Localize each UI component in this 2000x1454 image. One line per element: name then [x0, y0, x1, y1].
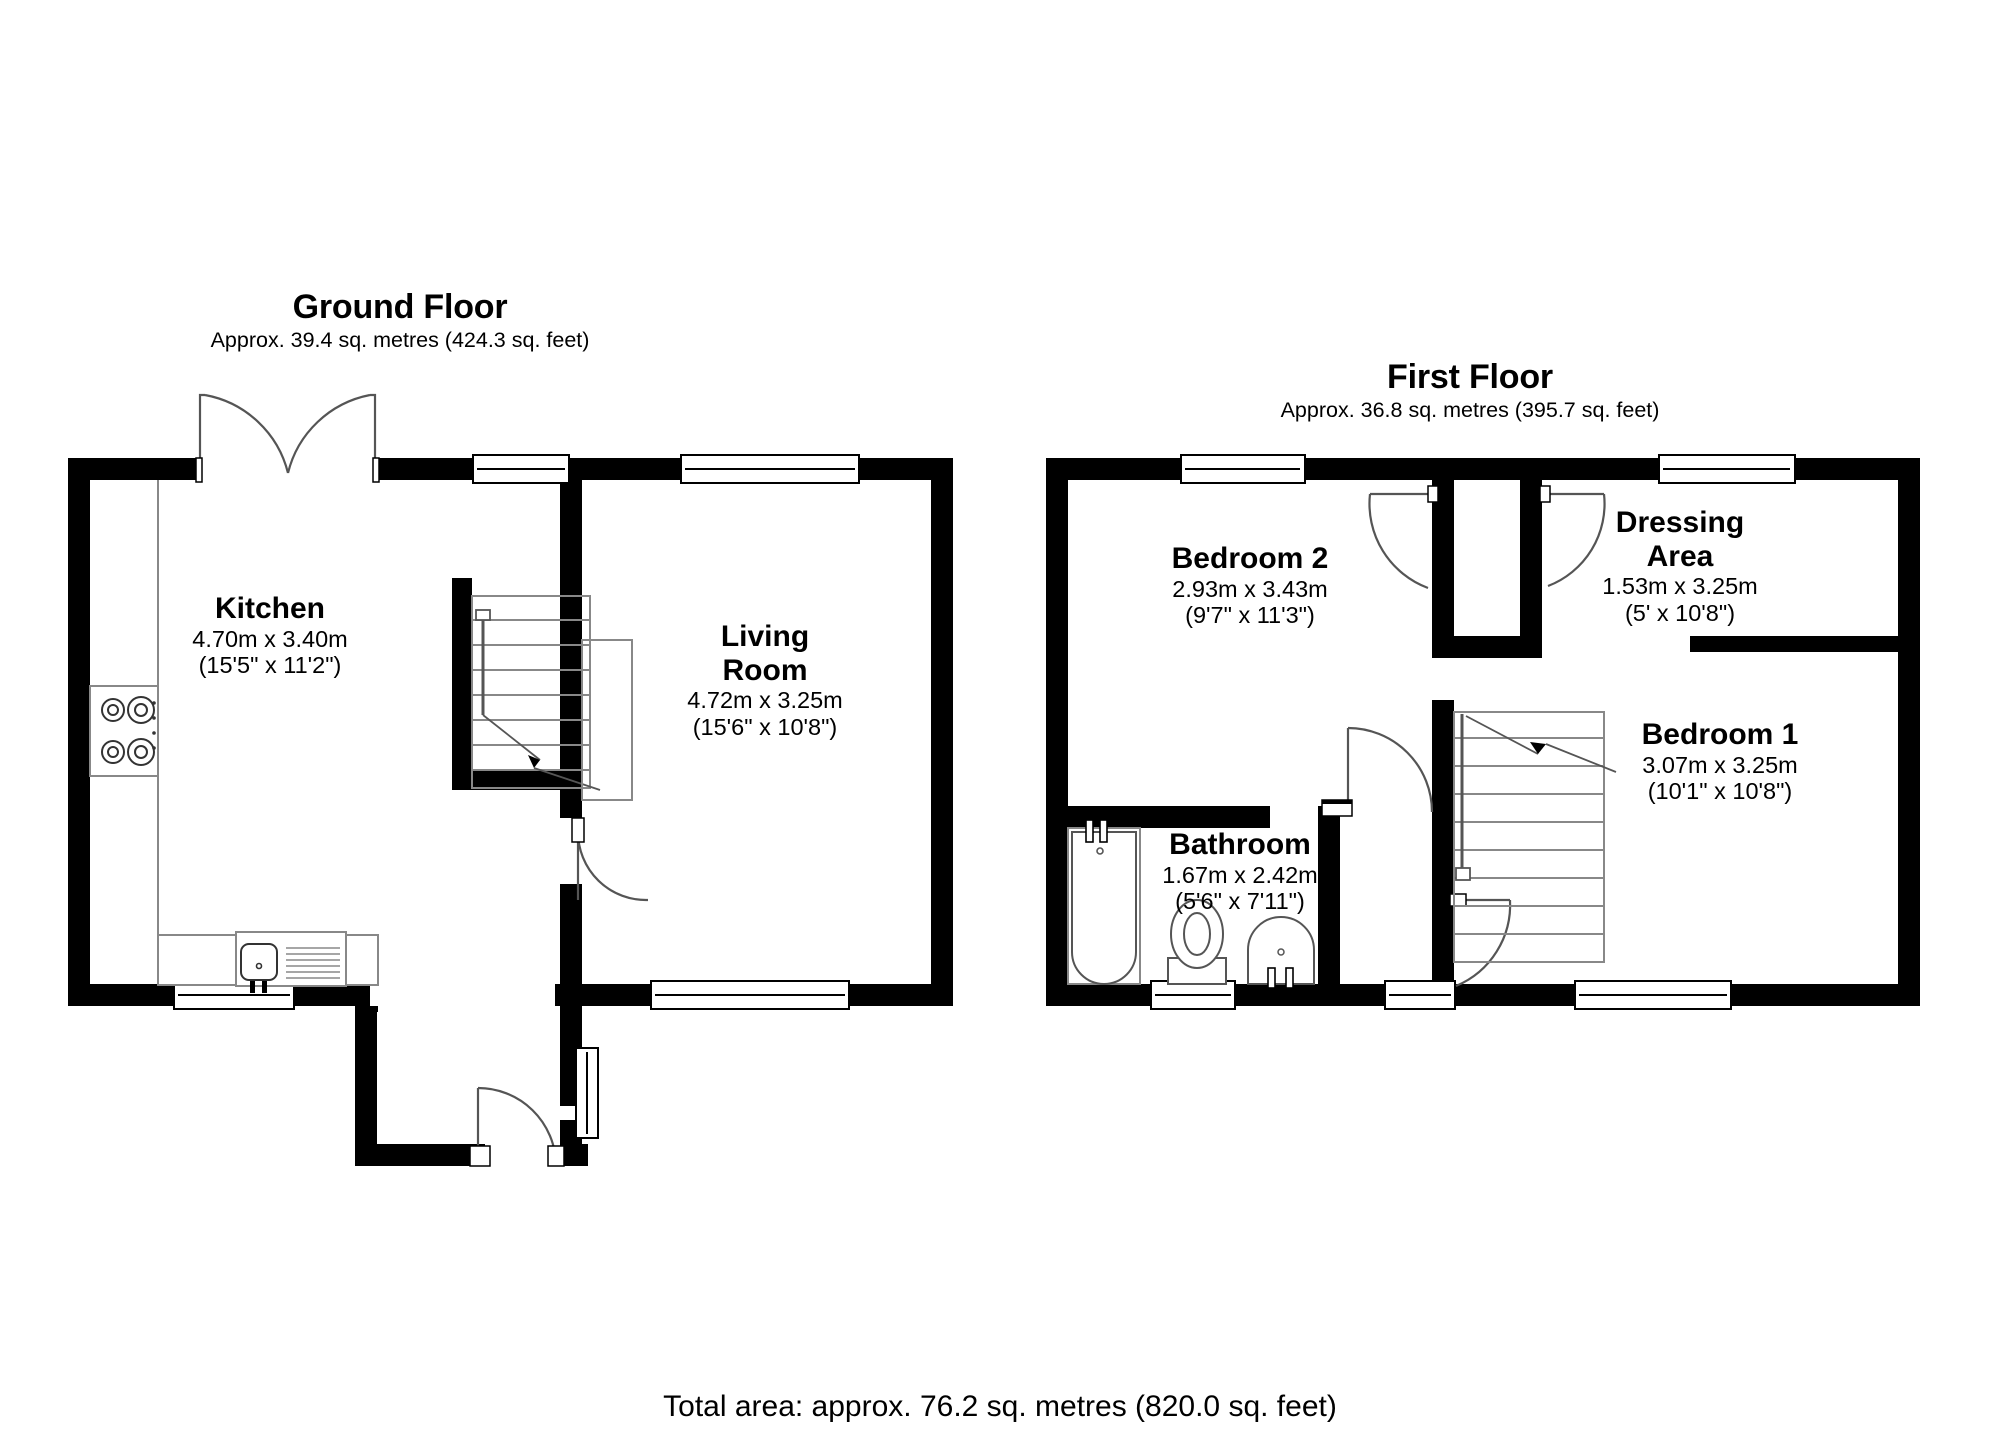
room-name-dressing-area-line2: Area [1646, 539, 1714, 573]
room-dim-metric-living-room: 4.72m x 3.25m [687, 687, 843, 714]
dressing-area-door-icon [1539, 485, 1606, 588]
room-name-bedroom-1: Bedroom 1 [1641, 718, 1799, 751]
entrance-door-icon [469, 1086, 565, 1167]
sink-icon [235, 931, 347, 993]
room-dim-imperial-kitchen: (15'5" x 11'2") [198, 651, 342, 678]
room-name-bedroom-2: Bedroom 2 [1171, 542, 1329, 575]
first-floor-walls [1046, 458, 1920, 1006]
room-dim-imperial-bedroom-2: (9'7" x 11'3") [1185, 601, 1315, 628]
ground-wall-nub [370, 1006, 378, 1012]
room-label-living-room: Living Room 4.72m x 3.25m (15'6" x 10'8"… [605, 620, 925, 740]
hall-door-icon [571, 817, 649, 902]
room-dim-metric-bedroom-2: 2.93m x 3.43m [1172, 575, 1328, 602]
room-name-living-room-line2: Room [722, 653, 808, 687]
room-name-dressing-area-line1: Dressing [1615, 506, 1745, 539]
ground-floor-windows [173, 454, 860, 1139]
hob-icon [89, 685, 159, 777]
room-dim-metric-kitchen: 4.70m x 3.40m [192, 625, 348, 652]
ground-floor-walls [68, 458, 953, 1166]
kitchen-double-door-icon [195, 393, 380, 483]
room-dim-metric-bedroom-1: 3.07m x 3.25m [1642, 751, 1798, 778]
toilet-icon [1167, 899, 1227, 985]
room-label-bedroom-1: Bedroom 1 3.07m x 3.25m (10'1" x 10'8") [1560, 718, 1880, 804]
ground-floor-plan [68, 393, 953, 1167]
room-label-bedroom-2: Bedroom 2 2.93m x 3.43m (9'7" x 11'3") [1090, 542, 1410, 628]
first-floor-area: Approx. 36.8 sq. metres (395.7 sq. feet) [1280, 398, 1660, 422]
room-name-kitchen: Kitchen [214, 592, 325, 625]
first-floor-plan [1046, 454, 1920, 1010]
first-floor-windows [1150, 454, 1796, 1010]
bedroom-2-door-icon [1368, 485, 1439, 590]
room-dim-metric-bathroom: 1.67m x 2.42m [1162, 861, 1318, 888]
room-dim-metric-dressing-area: 1.53m x 3.25m [1602, 573, 1758, 600]
room-label-bathroom: Bathroom 1.67m x 2.42m (5'6" x 7'11") [1090, 828, 1390, 914]
first-floor-title: First Floor [1387, 358, 1553, 396]
first-wall-nub [1322, 800, 1352, 804]
room-label-dressing-area: Dressing Area 1.53m x 3.25m (5' x 10'8") [1510, 506, 1850, 626]
room-dim-imperial-dressing-area: (5' x 10'8") [1624, 599, 1736, 626]
room-name-bathroom: Bathroom [1169, 828, 1311, 861]
bathtub-icon [1067, 819, 1141, 985]
ground-floor-area: Approx. 39.4 sq. metres (424.3 sq. feet) [210, 328, 590, 352]
room-dim-imperial-bedroom-1: (10'1" x 10'8") [1647, 777, 1793, 804]
room-dim-imperial-living-room: (15'6" x 10'8") [692, 713, 838, 740]
ground-floor-title: Ground Floor [292, 288, 508, 326]
room-label-kitchen: Kitchen 4.70m x 3.40m (15'5" x 11'2") [110, 592, 430, 678]
total-area-footer: Total area: approx. 76.2 sq. metres (820… [663, 1390, 1337, 1423]
room-name-living-room-line1: Living [720, 620, 810, 653]
washbasin-icon [1247, 916, 1315, 989]
room-dim-imperial-bathroom: (5'6" x 7'11") [1175, 887, 1305, 914]
staircase-icon [1453, 711, 1617, 963]
bedroom-1-door-icon [1449, 893, 1512, 988]
staircase-icon [471, 595, 633, 801]
